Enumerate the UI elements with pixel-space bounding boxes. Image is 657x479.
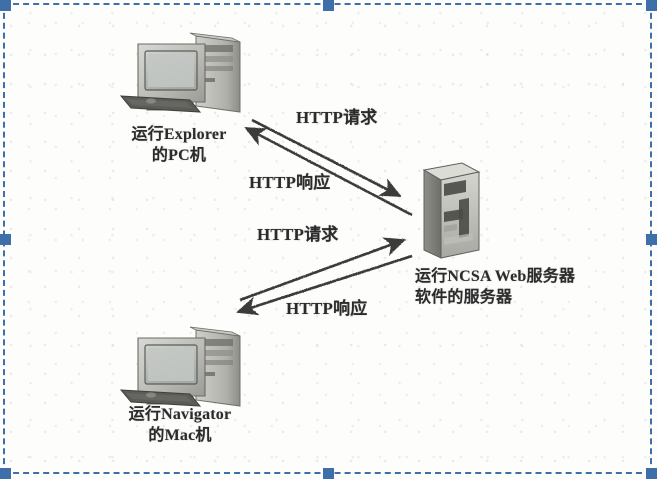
node-label-ncsa-server-line2: 软件的服务器 [415,289,513,307]
flow-label-pc-response: HTTP响应 [249,173,331,192]
node-label-pc-explorer: 运行Explorer 的PC机 [104,124,254,166]
scanned-paper-background [5,5,650,472]
flow-label-mac-request: HTTP请求 [257,225,339,244]
desktop-computer-icon-pc [119,32,241,113]
node-label-mac-navigator-line1: 运行Navigator [128,406,232,423]
resize-handle-middle-right[interactable] [646,234,657,245]
node-label-pc-explorer-line2: 的PC机 [151,147,207,165]
node-label-mac-navigator-line2: 的Mac机 [148,427,212,445]
flow-label-pc-request: HTTP请求 [296,108,378,127]
resize-handle-bottom-center[interactable] [323,468,334,479]
flow-arrow-pc-response [244,126,413,217]
resize-handle-bottom-right[interactable] [646,468,657,479]
node-label-mac-navigator: 运行Navigator 的Mac机 [100,404,260,446]
resize-handle-top-right[interactable] [646,0,657,11]
resize-handle-top-center[interactable] [323,0,334,11]
resize-handle-middle-left[interactable] [0,234,11,245]
resize-handle-bottom-left[interactable] [0,468,11,479]
flow-label-mac-response: HTTP响应 [286,299,368,318]
desktop-computer-icon-mac [119,326,241,407]
flow-arrow-mac-response [236,254,413,316]
node-label-ncsa-server-line1: 运行NCSA Web服务器 [415,268,576,285]
flow-arrow-pc-request [251,118,402,198]
node-label-ncsa-server: 运行NCSA Web服务器 软件的服务器 [415,266,635,308]
flow-arrow-mac-request [239,237,406,302]
node-label-pc-explorer-line1: 运行Explorer [131,126,227,143]
resize-handle-top-left[interactable] [0,0,11,11]
server-tower-icon [422,162,481,259]
